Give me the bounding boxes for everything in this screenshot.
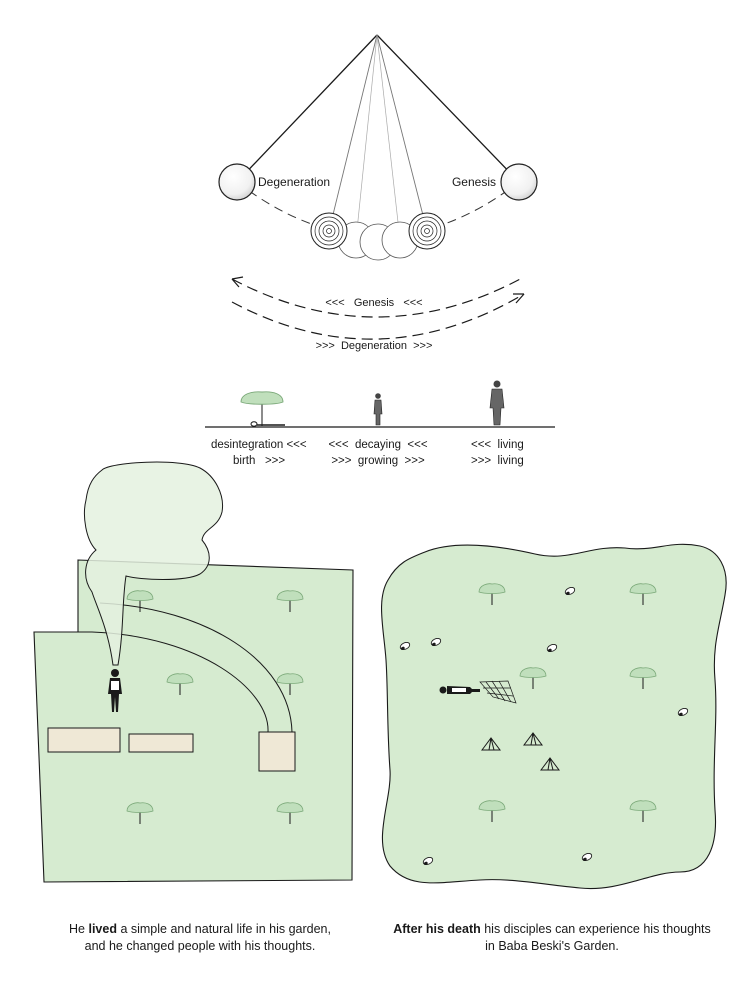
pendulum-diagram: Degeneration Genesis [218,34,538,261]
pendulum-motion-ball-left [310,212,348,250]
label-genesis: Genesis [452,175,496,189]
pendulum-ball-right [500,163,538,201]
garden-plot [380,543,727,890]
caption-text: a simple and natural life in his garden, [116,922,331,936]
caption-text: He [69,922,89,936]
arc-arrow-genesis [231,276,525,318]
pendulum-motion-ball-right [408,212,446,250]
arrowhead-left [231,276,244,288]
caption-life: He lived a simple and natural life in hi… [20,921,380,955]
adult-person-icon [489,380,505,426]
timeline-col3-line2: >>> living [471,455,524,467]
thought-cloud [83,461,224,666]
caption-emphasis: After his death [393,922,481,936]
arc-arrow-degeneration [231,293,525,340]
timeline-col1-line2: birth >>> [233,455,285,467]
label-degeneration: Degeneration [258,175,330,189]
caption-life-line1: He lived a simple and natural life in hi… [20,921,380,938]
living-person-icon [108,669,122,712]
garden-plot [33,559,354,883]
timeline-col1-line1: desintegration <<< [211,439,307,451]
caption-life-line2: and he changed people with his thoughts. [84,939,316,953]
pendulum-string-left [236,34,378,183]
arrow-label-genesis: <<< Genesis <<< [325,297,422,309]
timeline-col2-line2: >>> growing >>> [331,455,425,467]
caption-text: his disciples can experience his thought… [480,922,711,936]
pendulum-string-right [376,34,520,183]
garden-during-life [33,461,354,883]
caption-after-death: After his death his disciples can experi… [372,921,732,955]
net-icon [479,680,517,704]
pendulum-string-inner-left [328,34,378,232]
building [258,731,296,772]
resting-figure-icon [439,686,480,694]
caption-after-death-line1: After his death his disciples can experi… [372,921,732,938]
seed-tree-icon [240,391,285,427]
life-timeline: desintegration <<< birth >>> <<< decayin… [205,380,555,467]
arrow-label-degeneration: >>> Degeneration >>> [316,340,433,352]
pendulum-string-mid-right [376,34,401,241]
timeline-col3-line1: <<< living [471,439,524,451]
timeline-col2-line1: <<< decaying <<< [328,439,427,451]
garden-path-inner [99,602,293,733]
caption-emphasis: lived [88,922,117,936]
pendulum-string-inner-right [376,34,428,232]
pendulum-ball-left [218,163,256,201]
pendulum-string-mid-left [355,34,378,241]
arrowhead-right [513,293,525,304]
building [128,733,194,753]
garden-after-death [380,543,727,890]
caption-after-death-line2: in Baba Beski's Garden. [485,939,619,953]
direction-arrows: <<< Genesis <<< >>> Degeneration >>> [231,276,525,352]
young-person-icon [373,393,383,426]
building [47,727,121,753]
